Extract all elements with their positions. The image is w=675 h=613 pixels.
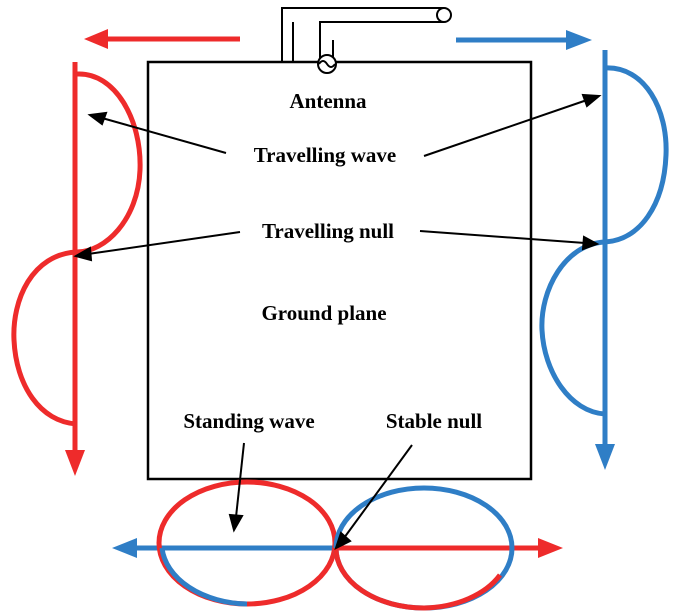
feed-connector	[281, 7, 452, 74]
left-travelling-wave	[11, 62, 143, 476]
top-left-red-arrow	[84, 29, 240, 49]
standing-wave-label: Standing wave	[183, 409, 314, 433]
travelling-null-label: Travelling null	[262, 219, 394, 243]
top-right-blue-arrow	[456, 30, 592, 50]
bottom-standing-wave	[112, 479, 563, 611]
ground-plane-label: Ground plane	[261, 301, 386, 325]
travelling-wave-label: Travelling wave	[254, 143, 397, 167]
ground-plane-rect	[146, 60, 533, 481]
right-travelling-wave	[539, 50, 669, 470]
annotation-arrows	[73, 93, 602, 550]
antenna-label: Antenna	[289, 89, 367, 113]
stable-null-label: Stable null	[386, 409, 482, 433]
